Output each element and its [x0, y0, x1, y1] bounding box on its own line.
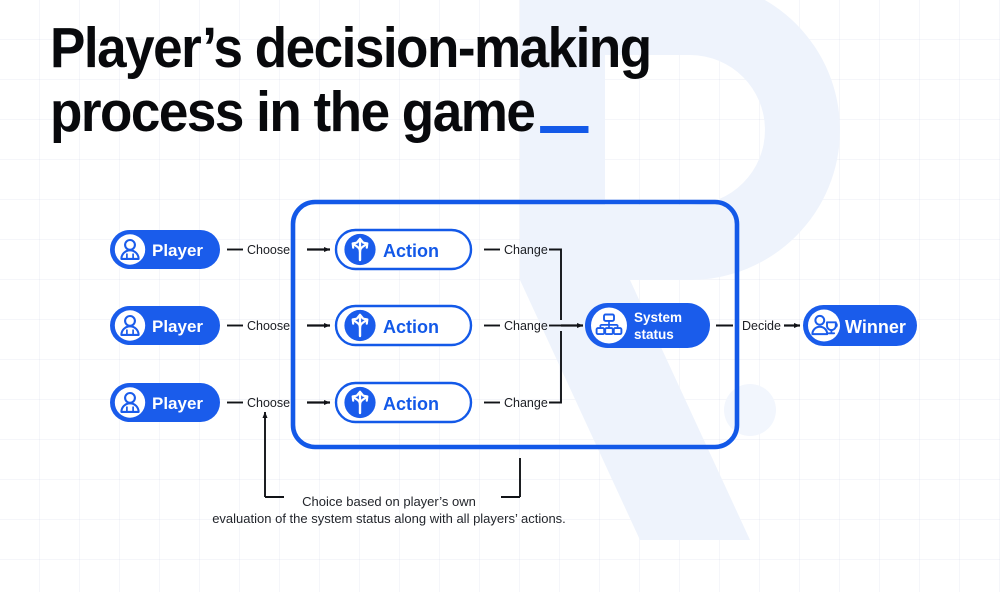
decide-label: Decide [742, 319, 781, 333]
caption-line-2: evaluation of the system status along wi… [212, 511, 566, 526]
system-status-badge[interactable]: System status [585, 303, 710, 348]
flow-row-1: Player Choose Action Change [110, 228, 562, 320]
player-label-3: Player [152, 394, 203, 413]
player-label-2: Player [152, 317, 203, 336]
title-line-2: process in the game [50, 80, 536, 144]
caption-line-1: Choice based on player’s own [302, 494, 476, 509]
action-group-container [290, 199, 740, 450]
action-badge-3[interactable]: Action [334, 381, 473, 424]
player-badge-1[interactable]: Player [110, 230, 220, 269]
change-bus-1 [549, 248, 562, 320]
action-label-3: Action [383, 394, 439, 414]
change-bus-3 [549, 331, 562, 404]
flow-row-3: Player Choose Action Change [110, 331, 562, 424]
system-status-label-1: System [634, 310, 682, 325]
action-label-1: Action [383, 241, 439, 261]
action-badge-1[interactable]: Action [334, 228, 473, 271]
page-title: Player’s decision-making process in the … [50, 16, 810, 144]
title-accent-underscore [539, 126, 589, 133]
action-badge-2[interactable]: Action [334, 304, 473, 347]
player-badge-2[interactable]: Player [110, 306, 220, 345]
title-line-2-row: process in the game [50, 80, 757, 144]
system-status-label-2: status [634, 327, 674, 342]
choose-label-2: Choose [247, 319, 290, 333]
choose-label-3: Choose [247, 396, 290, 410]
title-line-1: Player’s decision-making [50, 16, 652, 80]
flow-row-2: Player Choose Action Change [110, 304, 561, 347]
action-label-2: Action [383, 317, 439, 337]
change-label-3: Change [504, 396, 548, 410]
winner-badge[interactable]: Winner [803, 305, 917, 346]
player-label-1: Player [152, 241, 203, 260]
player-badge-3[interactable]: Player [110, 383, 220, 422]
change-label-1: Change [504, 243, 548, 257]
winner-label: Winner [845, 317, 906, 337]
change-label-2: Change [504, 319, 548, 333]
choose-label-1: Choose [247, 243, 290, 257]
